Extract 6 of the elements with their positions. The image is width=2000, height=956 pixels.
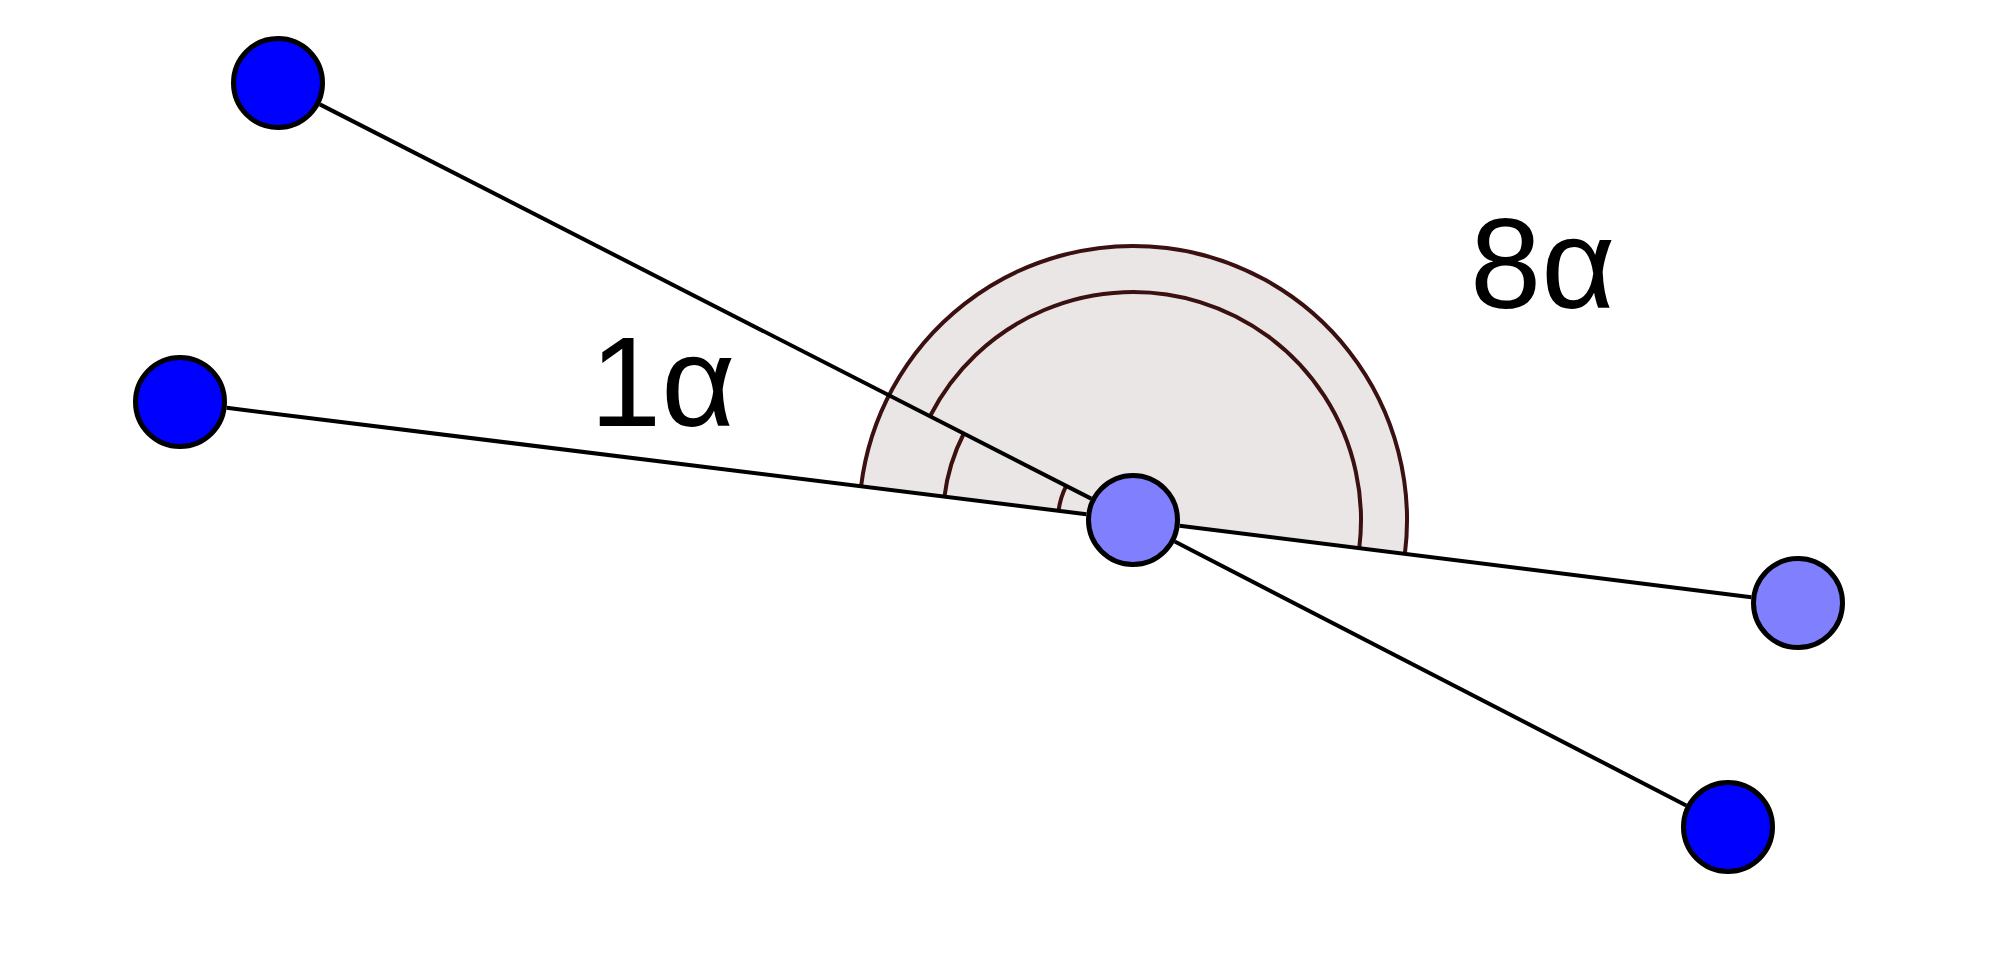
angle-label: 1α <box>590 318 736 446</box>
line-segment <box>226 405 1087 517</box>
line-segment <box>318 102 1093 501</box>
line-segment <box>1173 539 1688 808</box>
angle-label: 8α <box>1470 200 1616 328</box>
line-segment <box>1179 523 1752 600</box>
